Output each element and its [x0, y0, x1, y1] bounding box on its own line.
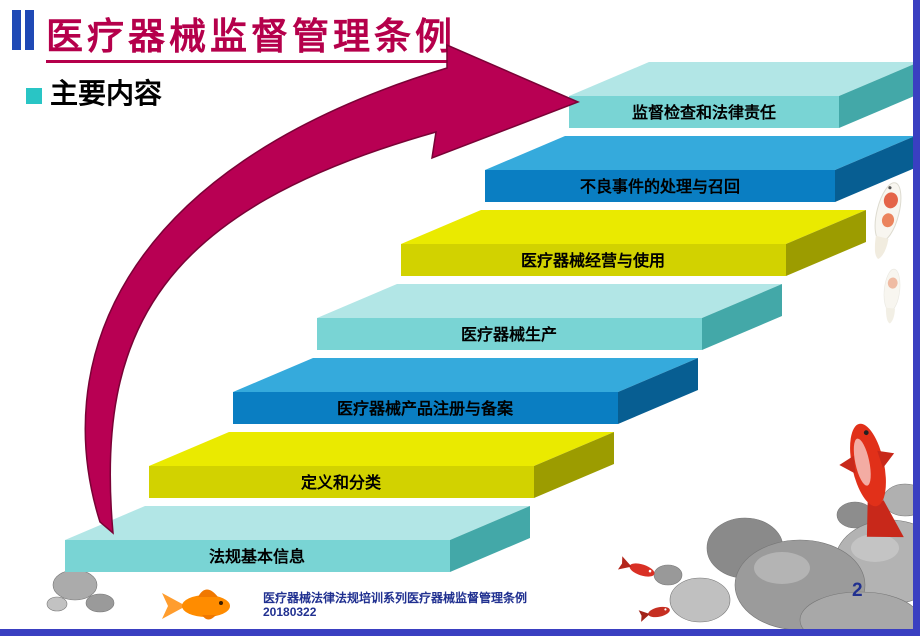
- step-1: 法规基本信息: [65, 506, 530, 572]
- pebbles-icon: [46, 569, 115, 613]
- step-label: 医疗器械产品注册与备案: [337, 399, 514, 418]
- step-2: 定义和分类: [149, 432, 614, 498]
- slide-bottom-border: [0, 629, 920, 636]
- step-4: 医疗器械生产: [317, 284, 782, 350]
- section-subtitle: 主要内容: [50, 78, 163, 109]
- footer: 医疗器械法律法规培训系列医疗器械监督管理条例 20180322: [263, 591, 527, 619]
- step-label: 医疗器械经营与使用: [521, 251, 665, 270]
- step-5: 医疗器械经营与使用: [401, 210, 866, 276]
- step-label: 医疗器械生产: [461, 325, 557, 344]
- red-koi-fish-icon: [839, 423, 904, 538]
- step-label: 监督检查和法律责任: [632, 103, 776, 122]
- step-3: 医疗器械产品注册与备案: [233, 358, 698, 424]
- footer-line2: 20180322: [263, 605, 317, 619]
- page-number: 2: [852, 580, 863, 601]
- page-title: 医疗器械监督管理条例: [46, 6, 456, 63]
- step-label: 不良事件的处理与召回: [580, 177, 740, 196]
- step-6: 不良事件的处理与召回: [485, 136, 915, 202]
- title-accent-bar: [25, 10, 34, 50]
- stone-pile-icon: [653, 483, 920, 636]
- faint-koi-fish-icon: [883, 268, 901, 324]
- small-red-fish-icon: [617, 556, 655, 577]
- title-accent-bar: [12, 10, 21, 50]
- slide-right-border: [913, 0, 920, 636]
- curved-arrow-icon: [84, 43, 580, 535]
- page-title-text: 医疗器械监督管理条例: [46, 17, 456, 63]
- faint-koi-fish-icon: [874, 182, 902, 260]
- footer-line1: 医疗器械法律法规培训系列医疗器械监督管理条例: [263, 591, 528, 605]
- orange-goldfish-icon: [162, 589, 230, 620]
- bullet-square-icon: [26, 88, 42, 104]
- small-red-fish-icon: [638, 606, 670, 622]
- step-label: 法规基本信息: [209, 547, 305, 566]
- step-label: 定义和分类: [300, 473, 382, 492]
- step-7: 监督检查和法律责任: [569, 62, 919, 128]
